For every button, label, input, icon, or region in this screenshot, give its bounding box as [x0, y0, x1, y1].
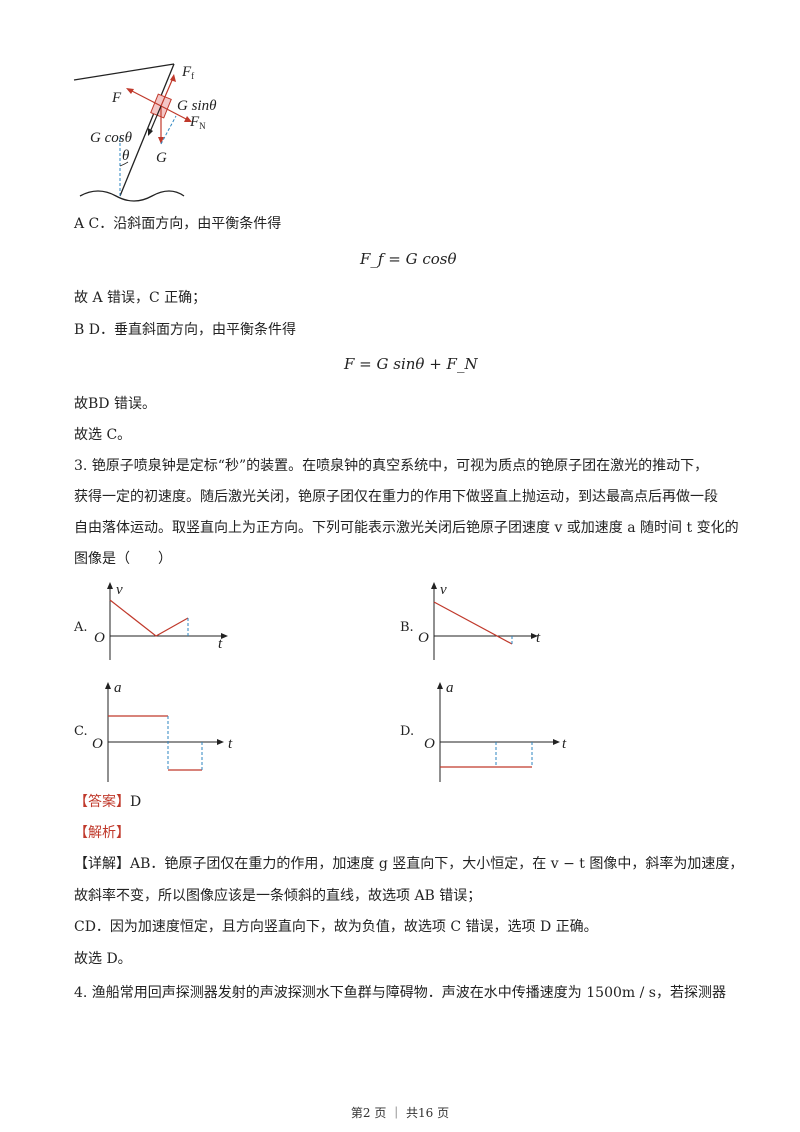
answer-line: 【答案】D [74, 792, 141, 812]
answer-label: 【答案】 [74, 794, 130, 810]
svg-text:t: t [562, 736, 567, 752]
detail-line-1: 【详解】AB．铯原子团仅在重力的作用，加速度 g 竖直向下，大小恒定，在 v −… [74, 854, 743, 874]
svg-text:t: t [536, 630, 541, 646]
fn-label: FN [189, 114, 206, 131]
svg-text:O: O [94, 630, 105, 646]
ff-label: Ff [181, 64, 194, 81]
svg-text:v: v [440, 582, 447, 598]
graph-d[interactable]: a O t [420, 678, 580, 784]
option-c-label: C. [74, 724, 88, 739]
theta-label: θ [122, 148, 130, 164]
g-label: G [156, 150, 167, 166]
svg-text:t: t [228, 736, 233, 752]
option-a-label: A. [74, 620, 88, 635]
gcos-label: G cosθ [90, 130, 133, 146]
q3-line-2: 获得一定的初速度。随后激光关闭，铯原子团仅在重力的作用下做竖直上抛运动，到达最高… [74, 489, 718, 505]
svg-text:t: t [218, 636, 223, 652]
svg-text:O: O [92, 736, 103, 752]
bd-result: 故BD 错误。 [74, 396, 156, 412]
svg-text:a: a [446, 680, 454, 696]
detail-line-2: 故斜率不变，所以图像应该是一条倾斜的直线，故选项 AB 错误； [74, 888, 482, 904]
graph-a[interactable]: v O t [88, 580, 238, 664]
answer-value: D [130, 794, 142, 810]
svg-text:a: a [114, 680, 122, 696]
choose-c: 故选 C。 [74, 427, 132, 443]
svg-text:O: O [418, 630, 429, 646]
q3-line-1: 3. 铯原子喷泉钟是定标“秒”的装置。在喷泉钟的真空系统中，可视为质点的铯原子团… [74, 458, 709, 474]
formula-ff: F_f = G cosθ [360, 250, 457, 268]
analysis-label: 【解析】 [74, 825, 130, 841]
detail-line-4: 故选 D。 [74, 951, 132, 967]
bd-intro: B D．垂直斜面方向，由平衡条件得 [74, 322, 296, 338]
graph-c[interactable]: a O t [88, 678, 248, 784]
q3-line-4: 图像是（ ） [74, 551, 172, 567]
detail-line-3: CD．因为加速度恒定，且方向竖直向下，故为负值，故选项 C 错误，选项 D 正确… [74, 919, 598, 935]
svg-text:v: v [116, 582, 123, 598]
q4-line-1: 4. 渔船常用回声探测器发射的声波探测水下鱼群与障碍物．声波在水中传播速度为 1… [74, 985, 726, 1001]
ac-intro: A C．沿斜面方向，由平衡条件得 [74, 216, 282, 232]
graph-b[interactable]: v O t [412, 580, 562, 664]
page-footer: 第2 页 ｜ 共16 页 [350, 1106, 450, 1120]
gsin-label: G sinθ [177, 98, 217, 114]
ac-result: 故 A 错误，C 正确； [74, 290, 207, 306]
detail-label: 【详解】 [74, 856, 130, 872]
svg-text:O: O [424, 736, 435, 752]
q3-line-3: 自由落体运动。取竖直向上为正方向。下列可能表示激光关闭后铯原子团速度 v 或加速… [74, 520, 739, 536]
formula-f: F = G sinθ + F_N [344, 355, 478, 373]
option-b-label: B. [400, 620, 414, 635]
force-diagram: Ff F G sinθ FN G cosθ θ G [73, 63, 217, 202]
detail-text-1: AB．铯原子团仅在重力的作用，加速度 g 竖直向下，大小恒定，在 v − t 图… [130, 856, 744, 872]
f-label: F [111, 90, 122, 106]
option-d-label: D. [400, 724, 415, 739]
